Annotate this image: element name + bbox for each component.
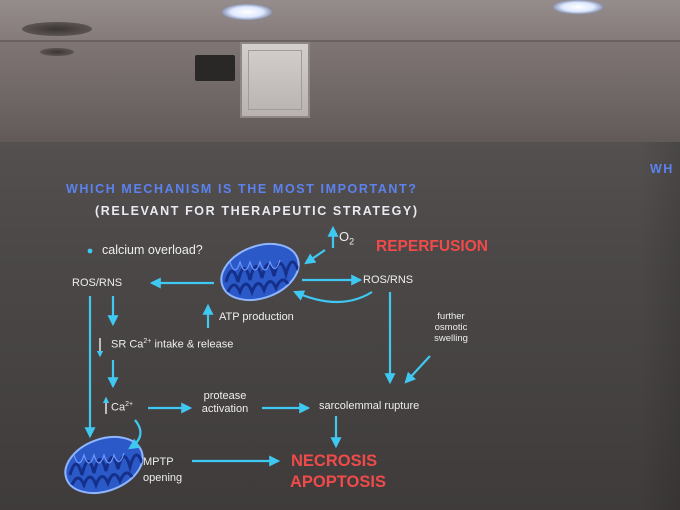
protease-line-2: activation [201,402,249,415]
sr-ca-suffix: intake & release [151,338,234,351]
osmotic-line-2: osmotic [434,321,468,333]
mptp-opening-label: MPTP opening [143,456,182,484]
mptp-line-2: opening [143,471,183,484]
ros-rns-right: ROS/RNS [363,274,414,286]
arrow-o2-into-mito [304,249,326,265]
slide-subtitle: (RELEVANT FOR THERAPEUTIC STRATEGY) [95,204,419,218]
ca-label: Ca2+ [111,401,133,414]
bullet-dot [87,248,93,254]
sr-ca-label: SR Ca2+ intake & release [111,338,233,351]
osmotic-line-3: swelling [434,332,468,344]
screen-shadow [640,142,680,510]
arrow-ca-curve [128,419,142,450]
protease-activation-label: protease activation [196,390,254,415]
mitochondrion-icon [220,242,300,302]
next-slide-title-fragment: WH [650,162,674,176]
ceiling-vent-small [40,48,74,56]
oxygen-subscript: 2 [349,236,355,247]
necrosis-label: NECROSIS [291,452,378,470]
ros-rns-left: ROS/RNS [72,277,123,289]
wall-speaker [240,42,310,118]
arrow-ros-back-curve [292,290,373,304]
protease-line-1: protease [203,390,247,402]
sr-ca-prefix: SR Ca [111,338,144,351]
ca-symbol: Ca [111,401,126,414]
reperfusion-label: REPERFUSION [376,238,488,255]
mptp-line-1: MPTP [143,456,174,468]
ca-superscript: 2+ [125,401,134,408]
ceiling-light-right [553,0,603,14]
apoptosis-label: APOPTOSIS [290,473,386,491]
mitochondrion-icon-bottom [64,435,144,495]
oxygen-symbol: O [339,229,350,244]
atp-production-label: ATP production [219,311,294,323]
bullet-calcium-overload: calcium overload? [102,243,203,257]
projector-device [195,55,235,81]
ceiling-vent [22,22,92,36]
osmotic-line-1: further [437,311,465,322]
sr-ca-superscript: 2+ [143,338,152,345]
slide-title: WHICH MECHANISM IS THE MOST IMPORTANT? [66,182,418,196]
arrow-swelling-diagonal [404,355,431,384]
ceiling-light-left [222,4,272,20]
oxygen-label: O2 [339,229,355,247]
osmotic-swelling-label: further osmotic swelling [426,311,476,345]
sarcolemmal-rupture-label: sarcolemmal rupture [319,400,420,412]
